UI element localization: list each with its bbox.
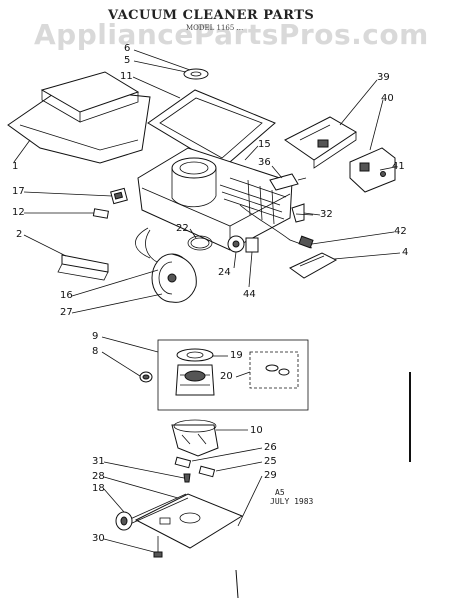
part-fan-housing-10 xyxy=(171,419,219,457)
callout-26: 26 xyxy=(264,442,277,453)
callout-5: 5 xyxy=(124,55,131,66)
part-knob-8 xyxy=(139,371,153,383)
part-shaft-28 xyxy=(127,493,189,525)
callout-32: 32 xyxy=(320,209,333,220)
part-wheel-18 xyxy=(115,511,133,531)
callout-16: 16 xyxy=(60,290,73,301)
callout-9: 9 xyxy=(92,331,99,342)
part-disc-5 xyxy=(183,68,209,80)
callout-31: 31 xyxy=(92,456,105,467)
part-latch-32 xyxy=(291,203,314,223)
part-plate-29 xyxy=(134,493,244,549)
callout-30: 30 xyxy=(92,533,105,544)
callout-8: 8 xyxy=(92,346,99,357)
part-block-44 xyxy=(245,237,259,253)
callout-4: 4 xyxy=(402,247,409,258)
part-cord-42 xyxy=(239,204,314,249)
callout-40: 40 xyxy=(381,93,394,104)
part-gear-24 xyxy=(227,235,245,253)
callout-44: 44 xyxy=(243,289,256,300)
group-box-9 xyxy=(157,339,309,411)
callout-22: 22 xyxy=(176,223,189,234)
date-code: A5 xyxy=(275,488,285,497)
callout-12: 12 xyxy=(12,207,25,218)
callout-20: 20 xyxy=(220,371,233,382)
callout-2: 2 xyxy=(16,229,23,240)
callout-18: 18 xyxy=(92,483,105,494)
callout-1: 1 xyxy=(12,161,19,172)
scan-edge-mark xyxy=(235,569,239,599)
callout-10: 10 xyxy=(250,425,263,436)
callout-29: 29 xyxy=(264,470,277,481)
callout-36: 36 xyxy=(258,157,271,168)
part-handle-4 xyxy=(289,252,338,279)
callout-41: 41 xyxy=(392,161,405,172)
callout-11: 11 xyxy=(120,71,133,82)
diagram-title: VACUUM CLEANER PARTS xyxy=(108,8,315,23)
part-bracket-40 xyxy=(349,147,396,193)
date-text: JULY 1983 xyxy=(270,497,314,506)
part-motor-16 xyxy=(135,227,197,303)
part-screw-30 xyxy=(153,536,163,558)
part-pad-26 xyxy=(174,456,192,469)
part-bag-39 xyxy=(284,116,357,169)
part-clip-12 xyxy=(92,208,109,219)
part-ring-22 xyxy=(187,235,213,251)
callout-42: 42 xyxy=(394,226,407,237)
part-bracket-2 xyxy=(57,254,109,281)
callout-19: 19 xyxy=(230,350,243,361)
callout-6: 6 xyxy=(124,43,131,54)
callout-24: 24 xyxy=(218,267,231,278)
callout-27: 27 xyxy=(60,307,73,318)
callout-39: 39 xyxy=(377,72,390,83)
part-lid-1 xyxy=(7,71,151,164)
leader-lines xyxy=(13,49,401,553)
watermark: AppliancePartsPros.com xyxy=(34,18,429,51)
callout-17: 17 xyxy=(12,186,25,197)
part-connector-36 xyxy=(269,173,307,191)
callout-28: 28 xyxy=(92,471,105,482)
diagram-subtitle: MODEL 1165 ... xyxy=(186,24,244,32)
part-body-15 xyxy=(137,147,293,251)
callout-25: 25 xyxy=(264,456,277,467)
part-screw-31 xyxy=(183,473,191,483)
part-pad-25 xyxy=(198,465,216,478)
part-switch-17 xyxy=(110,187,128,205)
callout-15: 15 xyxy=(258,139,271,150)
